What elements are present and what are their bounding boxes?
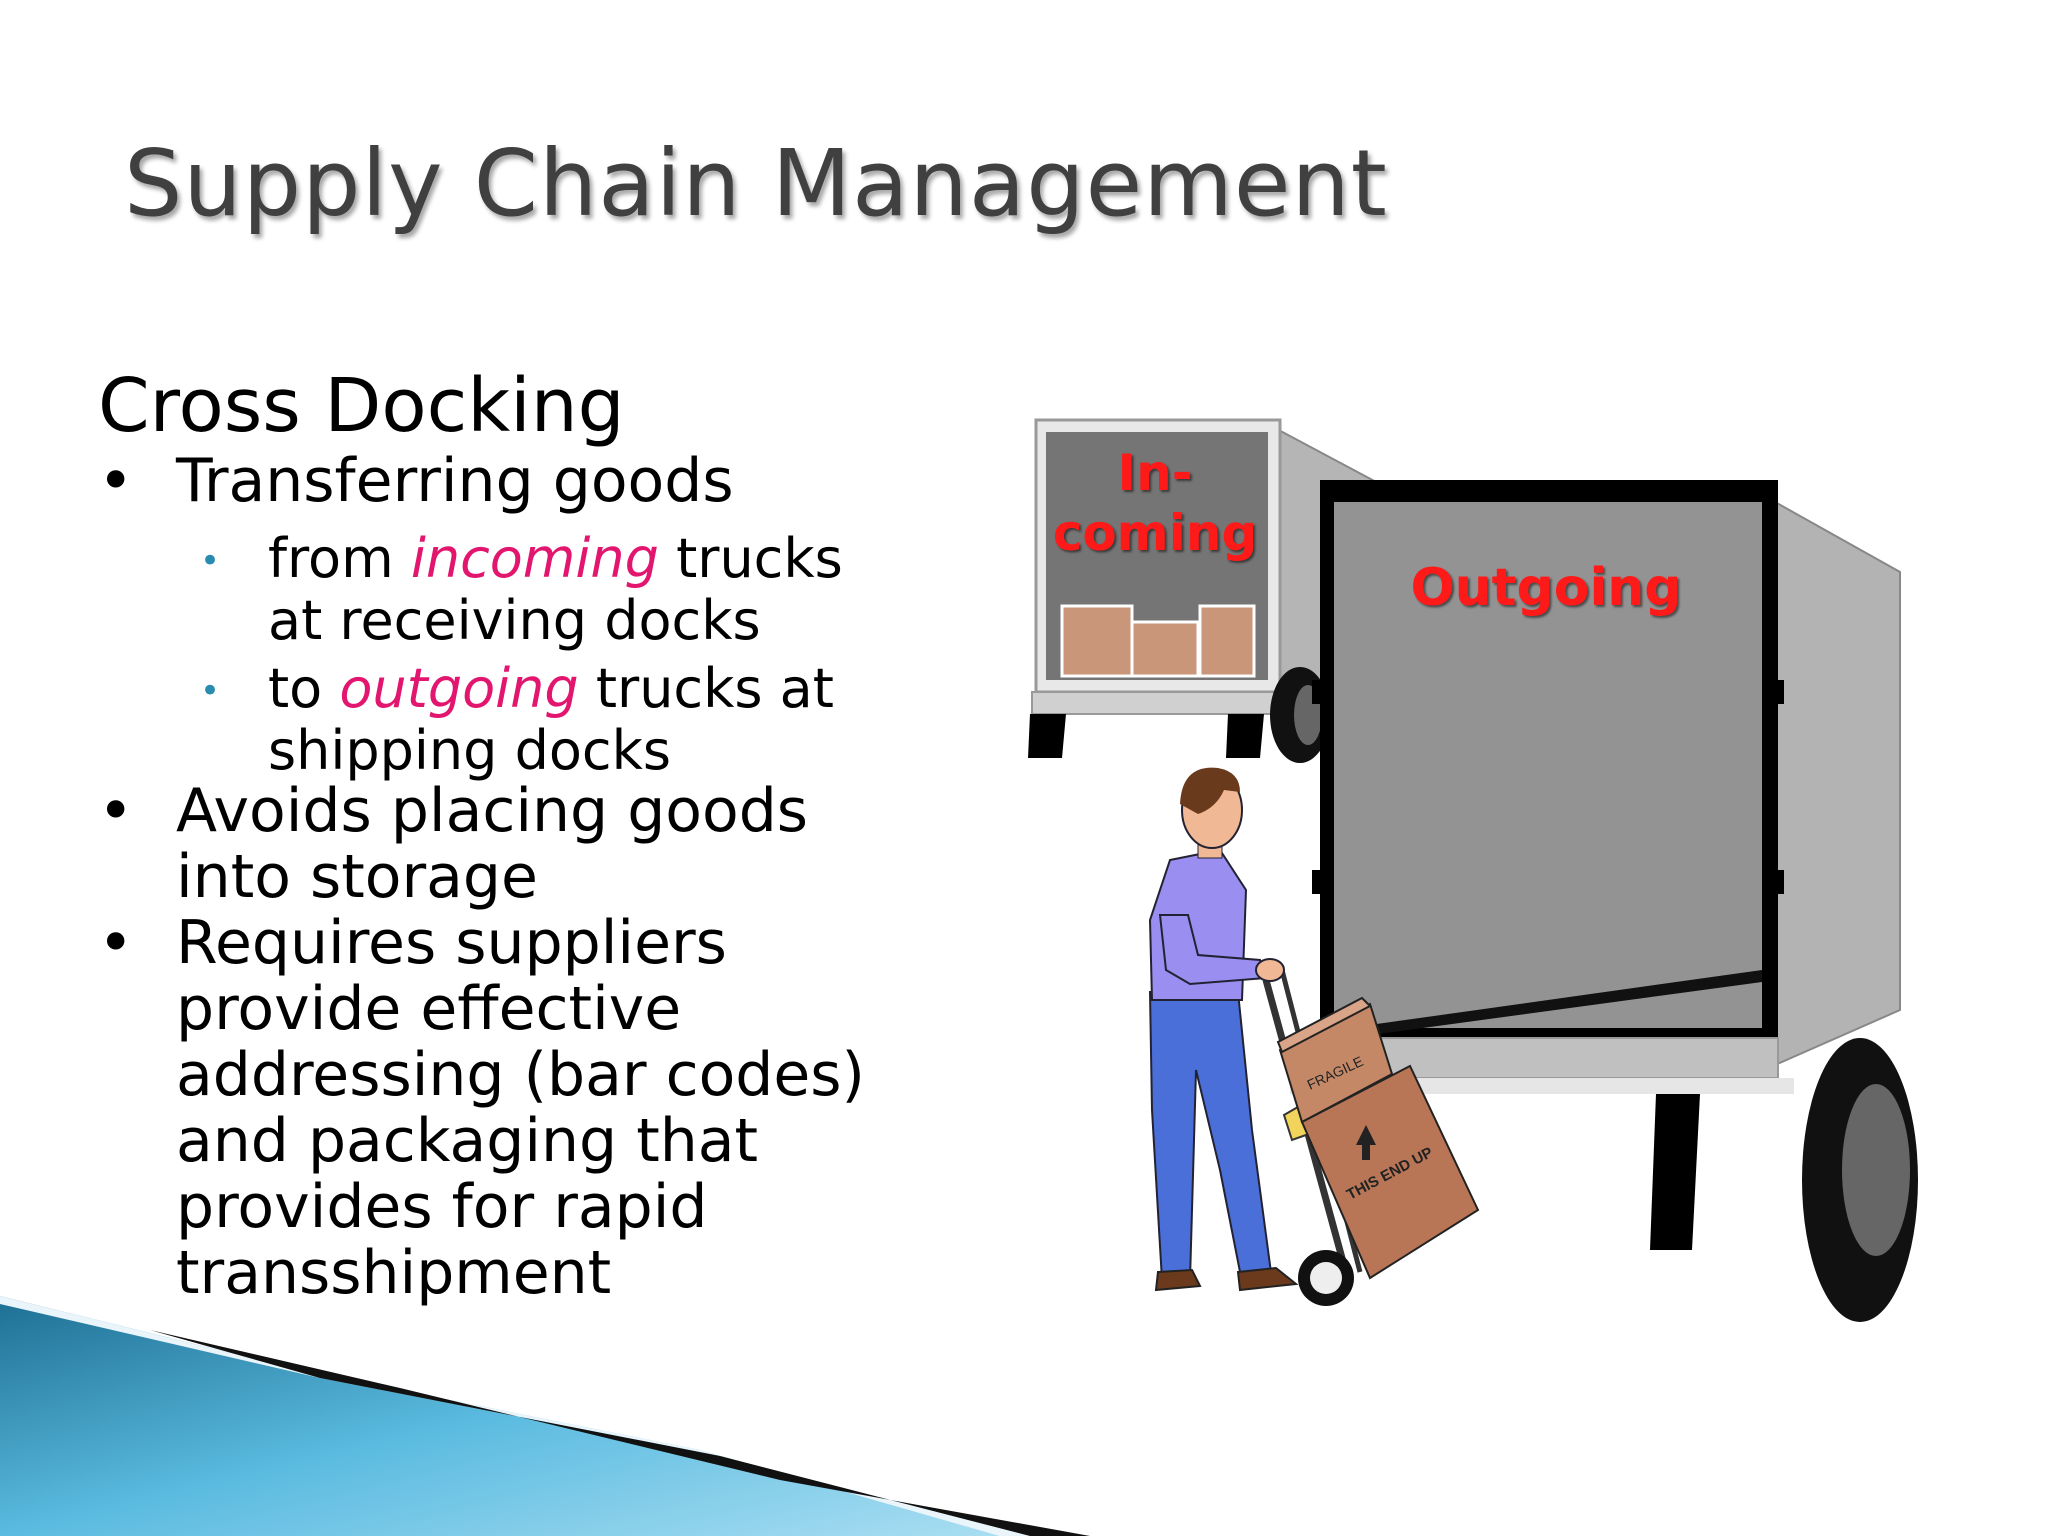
bullet-text: Transferring goods [176,446,734,516]
incoming-label-line2: coming [1053,504,1258,562]
cross-docking-illustration: In- coming Outgoing FRAGILE THIS END UP [1028,418,1918,1322]
slide-title: Supply Chain Management [124,130,1388,237]
emphasis-incoming: incoming [410,527,659,590]
bullet-dot: • [98,446,134,516]
bullet-text: Avoids placing goods into storage [176,776,809,912]
emphasis-outgoing: outgoing [339,657,579,720]
worker-pants [1148,991,1274,1284]
bullet-dot: • [98,908,134,978]
worker-hair [1180,767,1240,814]
outgoing-label: Outgoing [1410,558,1681,618]
sub-bullet-text: from incoming trucks [268,527,843,590]
bullet-text: Requires suppliers provide effective add… [176,908,865,1308]
bullet-dot: • [98,776,134,846]
decorative-swoosh [0,1296,1090,1536]
sub-bullet-dot: • [200,541,221,581]
sub-bullet-text: to outgoing trucks at [268,657,834,720]
incoming-label-line1: In- [1118,444,1193,502]
sub-bullet-dot: • [200,671,221,711]
worker-with-hand-truck: FRAGILE THIS END UP [1148,767,1480,1306]
section-heading: Cross Docking [98,363,625,449]
box-this-end-up [1300,1064,1480,1280]
